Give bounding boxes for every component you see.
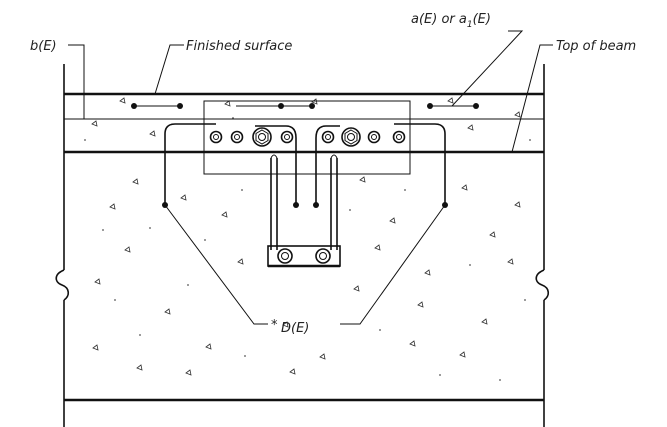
stirrup-inner: [276, 158, 332, 250]
bolt-row: [209, 127, 406, 147]
d-leader-right: [340, 204, 446, 325]
left-break-mark: [55, 269, 70, 301]
left-inner-hook: [255, 125, 297, 205]
stirrup: [267, 154, 341, 268]
plate-outline: [203, 100, 411, 175]
label-top-of-beam: Top of beam: [556, 39, 636, 54]
rebar-hooks: [162, 123, 448, 208]
finished-surface-leader: [154, 44, 184, 95]
beam-outline: [55, 64, 550, 427]
labels: b(E) Finished surface a(E) or a1(E) Top …: [30, 12, 636, 336]
concrete-aggregate-pattern: [84, 97, 531, 381]
label-b: b(E): [30, 39, 57, 54]
bolt-large: [341, 127, 361, 147]
d-leader-left: [164, 204, 268, 325]
a-leader: [451, 30, 524, 107]
right-outer-hook: [394, 123, 446, 205]
anchor-plate: [203, 100, 411, 175]
label-d: D(E): [281, 321, 309, 336]
bolt-small: [321, 130, 335, 144]
label-a-subscript: 1: [467, 20, 473, 30]
bolt-small: [230, 130, 244, 144]
bolt-large: [252, 127, 272, 147]
bolt-small: [209, 130, 223, 144]
right-inner-hook: [315, 125, 340, 205]
leader-lines: [68, 30, 553, 325]
right-break-mark: [535, 269, 550, 301]
top-of-beam-leader: [511, 44, 553, 153]
stirrup-outer: [270, 158, 338, 250]
label-a: a(E) or a1(E): [411, 12, 491, 30]
b-leader: [68, 44, 85, 119]
bolt-small: [367, 130, 381, 144]
left-outer-hook: [164, 123, 216, 205]
bolt-small: [280, 130, 294, 144]
surface-gap-markers: [131, 103, 479, 109]
label-d-mark: *: [271, 318, 278, 333]
bolt-small: [392, 130, 406, 144]
label-finished-surface: Finished surface: [186, 39, 292, 54]
